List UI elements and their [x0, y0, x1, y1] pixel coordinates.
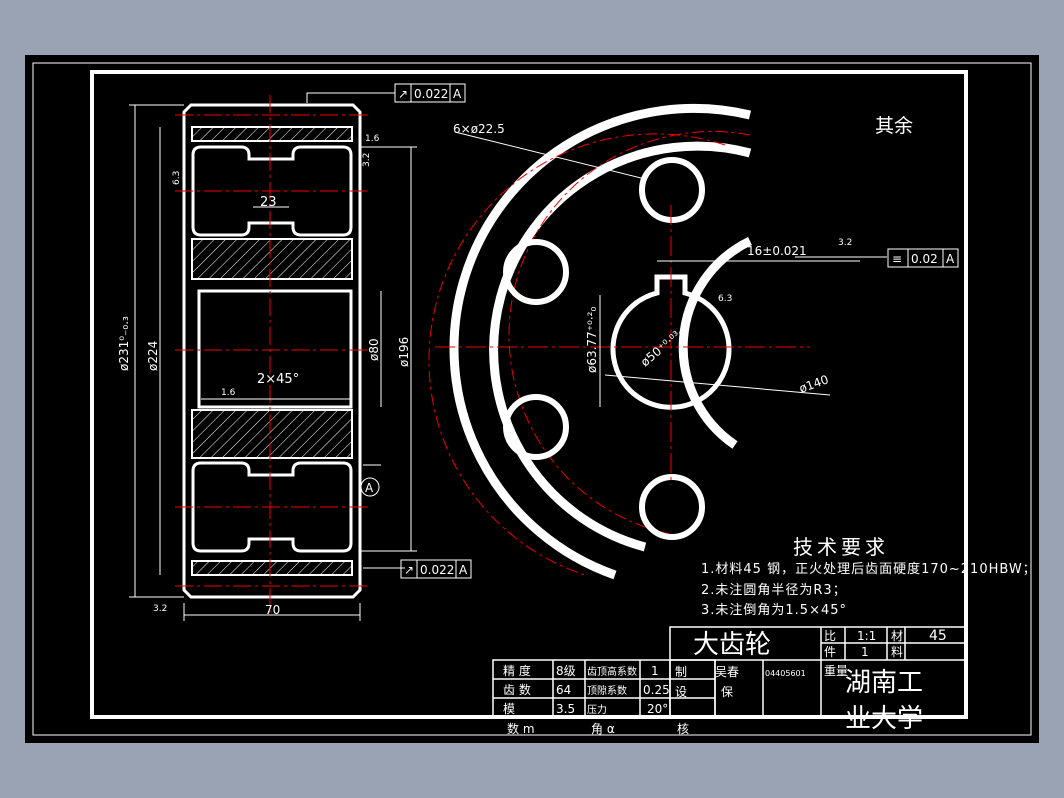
dim-keyway: 16±0.021 [747, 244, 807, 258]
scale-label: 比 [824, 629, 836, 643]
dim-width: 70 [265, 603, 280, 617]
frame-tolerance-key: ≡ 0.02 A [887, 248, 959, 268]
tech-heading: 技术要求 [793, 535, 889, 559]
symmetry-symbol: ≡ [892, 252, 902, 266]
param-value: 3.5 [556, 702, 575, 716]
symmetry-datum: A [946, 252, 955, 266]
remaining-roughness: 其余 [875, 115, 913, 137]
tech-line-1: 1.材料45 钢，正火处理后齿面硬度170~210HBW； [701, 561, 1037, 577]
param-footer: 核 [677, 722, 689, 736]
param-label: 模 [503, 702, 515, 716]
dim-pcd: ø140 [797, 372, 830, 396]
roughness-label: 1.6 [365, 134, 380, 144]
design-label: 设 [675, 685, 687, 699]
dim-80: ø80 [367, 338, 381, 361]
school-line-2: 业大学 [845, 704, 923, 734]
tech-line-2: 2.未注圆角半径为R3； [701, 583, 847, 598]
section-view [129, 92, 417, 621]
material-label: 材 [891, 629, 903, 643]
symmetry-value: 0.02 [911, 252, 938, 266]
weight-label: 重量 [824, 664, 848, 678]
runout-symbol: ↗ [398, 87, 408, 101]
dim-196: ø196 [397, 337, 411, 367]
cad-viewport[interactable]: ↗ 0.022 A ↗ 0.022 A 1.6 3.2 6.3 3.2 1.6 … [25, 55, 1039, 743]
param-footer: 数 m [507, 721, 535, 736]
design-value: 保 [721, 685, 733, 699]
roughness-label: 6.3 [172, 171, 182, 185]
frame-tolerance-bottom: ↗ 0.022 A [400, 559, 472, 579]
qty-value: 1 [861, 645, 869, 659]
outer-border [32, 62, 1032, 736]
param-label-2: 顶隙系数 [587, 684, 627, 697]
frame-tolerance-top: ↗ 0.022 A [394, 83, 466, 103]
material-value: 45 [929, 628, 947, 644]
runout-datum-2: A [459, 563, 468, 577]
dim-key-depth: ø63.77⁺⁰·²₀ [585, 307, 599, 373]
param-label: 齿 数 [503, 682, 531, 697]
drawn-id: 04405601 [765, 669, 806, 678]
part-name: 大齿轮 [693, 630, 771, 660]
roughness-label: 1.6 [221, 388, 236, 398]
param-label-2: 压力 [587, 703, 607, 716]
dim-224: ø224 [146, 341, 160, 371]
param-label-2: 齿顶高系数 [587, 665, 637, 678]
tech-line-3: 3.未注倒角为1.5×45° [701, 603, 847, 618]
param-value: 8级 [556, 664, 576, 678]
title-block [492, 626, 966, 718]
mat-label-2: 料 [891, 645, 903, 659]
roughness-label: 6.3 [718, 294, 732, 304]
roughness-label: 3.2 [362, 153, 372, 167]
drawn-name: 吴春 [715, 665, 739, 679]
front-view [428, 103, 887, 580]
param-value-2: 1 [651, 664, 659, 678]
param-value-2: 0.25 [643, 683, 670, 697]
gear-drawing: ↗ 0.022 A ↗ 0.022 A 1.6 3.2 6.3 3.2 1.6 … [32, 62, 1037, 736]
runout-value-2: 0.022 [420, 563, 454, 577]
qty-label: 件 [824, 645, 836, 659]
dim-web: 23 [260, 195, 277, 210]
drawn-label: 制 [675, 665, 687, 679]
runout-datum: A [453, 87, 462, 101]
dim-holes: 6×ø22.5 [453, 122, 505, 136]
school-line-1: 湖南工 [845, 668, 923, 698]
runout-symbol-2: ↗ [404, 563, 414, 577]
scale-value: 1:1 [857, 629, 876, 643]
param-value-2: 20° [647, 702, 668, 716]
dim-chamfer: 2×45° [257, 372, 299, 387]
dim-outer-diameter: ø231⁰₋₀.₃ [117, 316, 131, 371]
datum-a: A [360, 477, 380, 497]
param-label: 精 度 [503, 663, 531, 678]
param-footer: 角 α [591, 722, 615, 736]
runout-value: 0.022 [414, 87, 448, 101]
param-value: 64 [556, 683, 571, 697]
roughness-label: 3.2 [838, 238, 852, 248]
svg-text:A: A [365, 481, 374, 495]
roughness-label: 3.2 [153, 604, 167, 614]
